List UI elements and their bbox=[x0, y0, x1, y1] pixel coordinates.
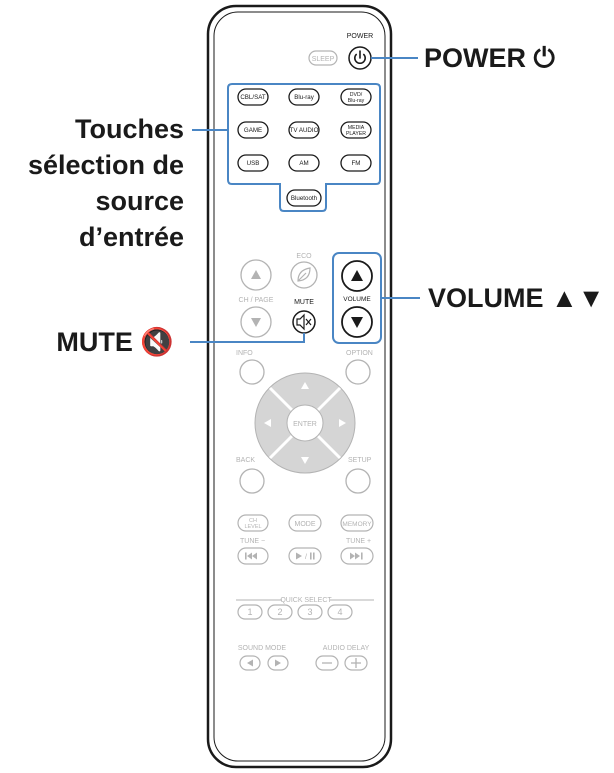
svg-text:/: / bbox=[305, 554, 307, 561]
source-button-label: AM bbox=[299, 160, 308, 167]
play-pause-icon: / bbox=[296, 552, 315, 561]
enter-button[interactable] bbox=[286, 404, 324, 442]
quick-select-button-1[interactable] bbox=[237, 604, 263, 620]
quick-select-number: 2 bbox=[277, 607, 282, 617]
ch-page-label: CH / PAGE bbox=[239, 297, 274, 304]
quick-select-label: QUICK SELECT bbox=[280, 597, 332, 604]
enter-label: ENTER bbox=[293, 421, 317, 428]
power-icon bbox=[354, 50, 366, 64]
option-label: OPTION bbox=[346, 350, 373, 357]
source-button-blu-ray[interactable] bbox=[288, 88, 320, 106]
sound-mode-label: SOUND MODE bbox=[238, 645, 287, 652]
quick-select-button-3[interactable] bbox=[297, 604, 323, 620]
source-button-label: CBL/SAT bbox=[240, 94, 266, 101]
source-button-label: USB bbox=[247, 160, 260, 167]
eco-label: ECO bbox=[296, 253, 312, 260]
dpad-up-icon bbox=[301, 382, 309, 389]
memory-label: MEMORY bbox=[342, 521, 372, 528]
quick-select-buttons: 1 2 3 4 bbox=[237, 604, 353, 620]
power-callout-text: POWER ⏻ bbox=[424, 43, 555, 73]
audio-delay-label: AUDIO DELAY bbox=[323, 645, 370, 652]
dpad-right-icon bbox=[339, 419, 346, 427]
remote-power-label: POWER bbox=[347, 33, 373, 40]
source-button-dvd-blu-ray[interactable] bbox=[340, 88, 372, 106]
source-button-usb[interactable] bbox=[237, 154, 269, 172]
setup-label: SETUP bbox=[348, 457, 372, 464]
source-button-tv-audio[interactable] bbox=[288, 121, 320, 139]
volume-down-arrow-icon bbox=[351, 317, 363, 328]
source-button-fm[interactable] bbox=[340, 154, 372, 172]
source-button-label: TV AUDIO bbox=[290, 127, 319, 134]
source-button-label: FM bbox=[352, 160, 361, 167]
sleep-button[interactable] bbox=[308, 50, 338, 66]
volume-label: VOLUME bbox=[343, 296, 371, 303]
source-button-game[interactable] bbox=[237, 121, 269, 139]
source-button-media-player[interactable] bbox=[340, 121, 372, 139]
next-icon bbox=[350, 552, 363, 560]
mute-callout-line bbox=[190, 333, 305, 343]
mute-icon bbox=[296, 313, 312, 331]
volume-up-arrow-icon bbox=[351, 270, 363, 281]
previous-icon bbox=[245, 552, 257, 560]
source-callout-line-1: Touches bbox=[74, 114, 184, 144]
source-callout-line-4: d’entrée bbox=[78, 222, 184, 252]
mute-label: MUTE bbox=[294, 299, 314, 306]
mode-button[interactable] bbox=[288, 514, 322, 532]
plus-icon bbox=[351, 658, 361, 668]
source-group-highlight bbox=[227, 83, 381, 212]
left-arrow-icon bbox=[247, 659, 253, 667]
source-button-cbl-sat[interactable] bbox=[237, 88, 269, 106]
source-button-label: GAME bbox=[244, 127, 262, 134]
quick-select-button-2[interactable] bbox=[267, 604, 293, 620]
source-button-bluetooth[interactable] bbox=[286, 189, 322, 207]
remote-inner-edge bbox=[213, 11, 386, 762]
option-button[interactable] bbox=[345, 359, 371, 385]
source-button-label: DVD/Blu-ray bbox=[348, 92, 365, 104]
mute-callout-text: MUTE 🔇 bbox=[56, 327, 174, 357]
play-pause-button[interactable] bbox=[288, 547, 322, 565]
source-button-am[interactable] bbox=[288, 154, 320, 172]
leaf-icon bbox=[297, 267, 311, 282]
back-label: BACK bbox=[236, 457, 255, 464]
right-arrow-icon bbox=[275, 659, 281, 667]
source-callout: Touches sélection de source d’entrée bbox=[0, 111, 184, 255]
volume-callout-text: VOLUME ▲▼ bbox=[428, 283, 605, 313]
tune-plus-label: TUNE + bbox=[346, 538, 371, 545]
mute-callout: MUTE 🔇 bbox=[0, 324, 174, 360]
setup-button[interactable] bbox=[345, 468, 371, 494]
source-button-label: Blu-ray bbox=[294, 94, 315, 101]
down-arrow-icon bbox=[251, 318, 261, 327]
source-button-label: Bluetooth bbox=[291, 195, 318, 202]
memory-button[interactable] bbox=[340, 514, 374, 532]
quick-select-number: 3 bbox=[307, 607, 312, 617]
volume-callout: VOLUME ▲▼ bbox=[428, 280, 604, 316]
quick-select-button-4[interactable] bbox=[327, 604, 353, 620]
dpad-dividers bbox=[268, 386, 342, 460]
source-callout-line-2: sélection de bbox=[27, 150, 184, 180]
sleep-button-label: SLEEP bbox=[312, 56, 335, 63]
source-callout-line-3: source bbox=[95, 186, 184, 216]
ch-level-button[interactable] bbox=[237, 514, 269, 532]
dpad-left-icon bbox=[264, 419, 271, 427]
quick-select-number: 1 bbox=[247, 607, 252, 617]
up-arrow-icon bbox=[251, 270, 261, 279]
info-label: INFO bbox=[236, 350, 253, 357]
quick-select-number: 4 bbox=[337, 607, 342, 617]
dpad-down-icon bbox=[301, 457, 309, 464]
back-button[interactable] bbox=[239, 468, 265, 494]
info-button[interactable] bbox=[239, 359, 265, 385]
tune-minus-label: TUNE − bbox=[240, 538, 265, 545]
mode-label: MODE bbox=[295, 521, 316, 528]
power-callout: POWER ⏻ bbox=[424, 40, 555, 76]
